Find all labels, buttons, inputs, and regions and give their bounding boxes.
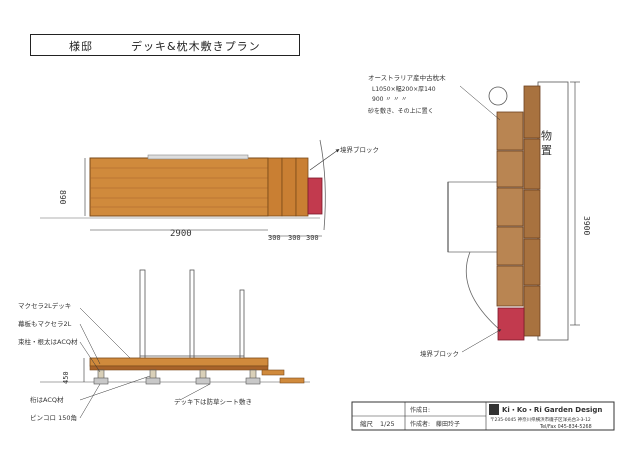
sleeper-dim-length: 3900 bbox=[582, 216, 591, 235]
note-deck-finish: デッキ下は防草シート敷き bbox=[174, 397, 252, 406]
sleeper-9 bbox=[496, 265, 524, 307]
sleeper-brick-block bbox=[497, 307, 525, 341]
sleeper-texts: オーストラリア産中古枕木 L1050×幅200×厚140 900 〃 〃 〃 砂… bbox=[368, 73, 591, 358]
sleeper-10 bbox=[523, 285, 541, 337]
path-curve bbox=[465, 251, 501, 331]
sleeper-note-4: 砂を敷き、その上に置く bbox=[368, 107, 434, 115]
deck-fascia bbox=[89, 365, 269, 371]
company-logo bbox=[489, 404, 499, 415]
sleeper-3 bbox=[496, 150, 524, 188]
elev-dim-height: 450 bbox=[62, 371, 70, 384]
plan-dim-step2: 300 bbox=[288, 234, 301, 242]
footing-3 bbox=[195, 377, 211, 385]
title-plan-name: デッキ&枕木敷きプラン bbox=[131, 40, 261, 53]
note-post: 束柱・根太はACQ材 bbox=[18, 337, 78, 346]
sleeper-4 bbox=[523, 138, 541, 190]
sleeper-5 bbox=[496, 187, 524, 227]
footing-2 bbox=[145, 377, 161, 385]
plan-texts: 890 2900 300 300 300 境界ブロック bbox=[58, 145, 379, 242]
plan-dim-step3: 300 bbox=[306, 234, 319, 242]
sleeper-6 bbox=[523, 189, 541, 239]
plan-view bbox=[40, 139, 340, 237]
window-frame-left bbox=[139, 269, 146, 361]
company-address: 〒235-0045 神奈川県横浜市磯子区洋光台3-3-12 bbox=[490, 416, 591, 423]
sleeper-note-1: オーストラリア産中古枕木 bbox=[368, 73, 446, 82]
title-box: 様邸 デッキ&枕木敷きプラン bbox=[30, 34, 300, 56]
storage-label: 物 置 bbox=[540, 129, 553, 156]
note-deck: マクセラ2Lデッキ bbox=[18, 301, 71, 310]
elevation-view bbox=[40, 269, 310, 419]
title-block bbox=[351, 401, 615, 431]
plan-brick-block bbox=[307, 177, 323, 215]
elev-step-lower bbox=[279, 377, 305, 384]
deck-board-area bbox=[89, 157, 269, 217]
date-label: 作成日: bbox=[410, 406, 430, 414]
company-name: Ki・Ko・Ri Garden Design bbox=[502, 406, 602, 414]
sleeper-note-3: 900 〃 〃 〃 bbox=[372, 96, 407, 103]
sleeper-brick-note: 境界ブロック bbox=[420, 349, 459, 358]
storage-shed bbox=[537, 81, 569, 341]
elevation-texts: マクセラ2Lデッキ 幕板もマクセラ2L 束柱・根太はACQ材 桁はACQ材 ピン… bbox=[18, 301, 252, 422]
footing-1 bbox=[93, 377, 109, 385]
step-1 bbox=[267, 157, 283, 217]
sleeper-8 bbox=[523, 238, 541, 286]
wall-opening bbox=[447, 181, 499, 253]
author-label: 作成者: bbox=[410, 420, 430, 428]
sleeper-1 bbox=[496, 111, 524, 151]
sleeper-7 bbox=[496, 226, 524, 266]
title-client: 様邸 bbox=[69, 40, 93, 53]
scale-label: 縮尺 bbox=[360, 419, 374, 428]
plant-circle bbox=[488, 86, 508, 106]
elev-step-upper bbox=[261, 369, 285, 376]
step-2 bbox=[281, 157, 297, 217]
window-sill bbox=[147, 154, 249, 160]
company-phone: Tel/Fax 045-834-5268 bbox=[539, 424, 592, 430]
note-footing: ピンコロ 150角 bbox=[30, 413, 77, 422]
title-block-texts: 作成日: 作成者: 藤田玲子 縮尺 1/25 Ki・Ko・Ri Garden D… bbox=[360, 406, 602, 430]
plan-dim-height: 890 bbox=[58, 190, 67, 205]
plan-dim-step1: 300 bbox=[268, 234, 281, 242]
window-frame-mid bbox=[189, 269, 195, 361]
author-value: 藤田玲子 bbox=[436, 420, 460, 428]
sleeper-view bbox=[447, 81, 580, 353]
plan-brick-note: 境界ブロック bbox=[340, 145, 379, 154]
sleeper-note-2: L1050×幅200×厚140 bbox=[372, 85, 436, 93]
note-fascia: 幕板もマクセラ2L bbox=[18, 319, 72, 328]
deck-surface bbox=[89, 357, 269, 367]
footing-4 bbox=[245, 377, 261, 385]
sleeper-2 bbox=[523, 85, 541, 139]
note-beam: 桁はACQ材 bbox=[30, 395, 64, 404]
scale-value: 1/25 bbox=[380, 420, 395, 428]
window-frame-right bbox=[239, 289, 245, 361]
plan-dim-width: 2900 bbox=[170, 229, 192, 239]
step-3 bbox=[295, 157, 309, 217]
